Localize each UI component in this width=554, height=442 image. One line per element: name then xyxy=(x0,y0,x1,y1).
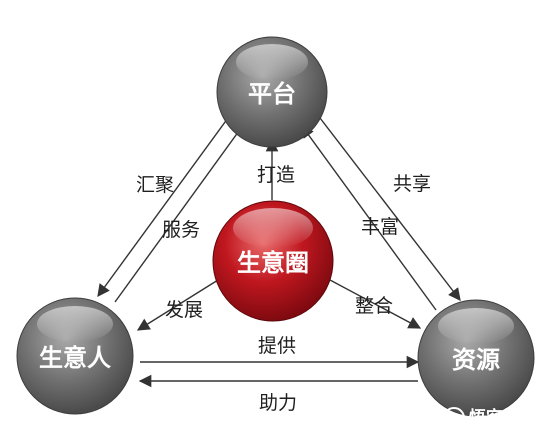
label-assist: 助力 xyxy=(259,392,297,414)
label-gather: 汇聚 xyxy=(136,174,174,196)
watermark-text: 悟空问答 xyxy=(469,407,538,428)
node-business-person-label: 生意人 xyxy=(39,344,111,372)
node-business-circle: 生意圈 xyxy=(212,200,334,322)
arrow-integrate xyxy=(329,279,422,329)
arrow-develop xyxy=(136,279,219,331)
label-develop: 发展 xyxy=(165,299,203,321)
node-resources-label: 资源 xyxy=(452,346,500,374)
node-platform: 平台 xyxy=(216,36,328,148)
watermark-logo-icon xyxy=(443,407,465,429)
arrow-serve xyxy=(114,122,245,303)
node-business-person: 生意人 xyxy=(16,297,134,415)
label-serve: 服务 xyxy=(162,219,200,241)
arrow-share xyxy=(319,117,461,301)
label-provide: 提供 xyxy=(258,335,296,357)
label-build: 打造 xyxy=(257,164,295,186)
watermark: 悟空问答 xyxy=(443,407,538,429)
label-enrich: 丰富 xyxy=(361,216,399,238)
node-platform-label: 平台 xyxy=(248,80,296,108)
label-integrate: 整合 xyxy=(355,295,393,317)
arrow-enrich xyxy=(301,124,437,311)
node-resources: 资源 xyxy=(417,299,535,417)
arrow-gather xyxy=(97,117,229,298)
label-share: 共享 xyxy=(393,173,431,195)
node-business-circle-label: 生意圈 xyxy=(237,249,309,277)
